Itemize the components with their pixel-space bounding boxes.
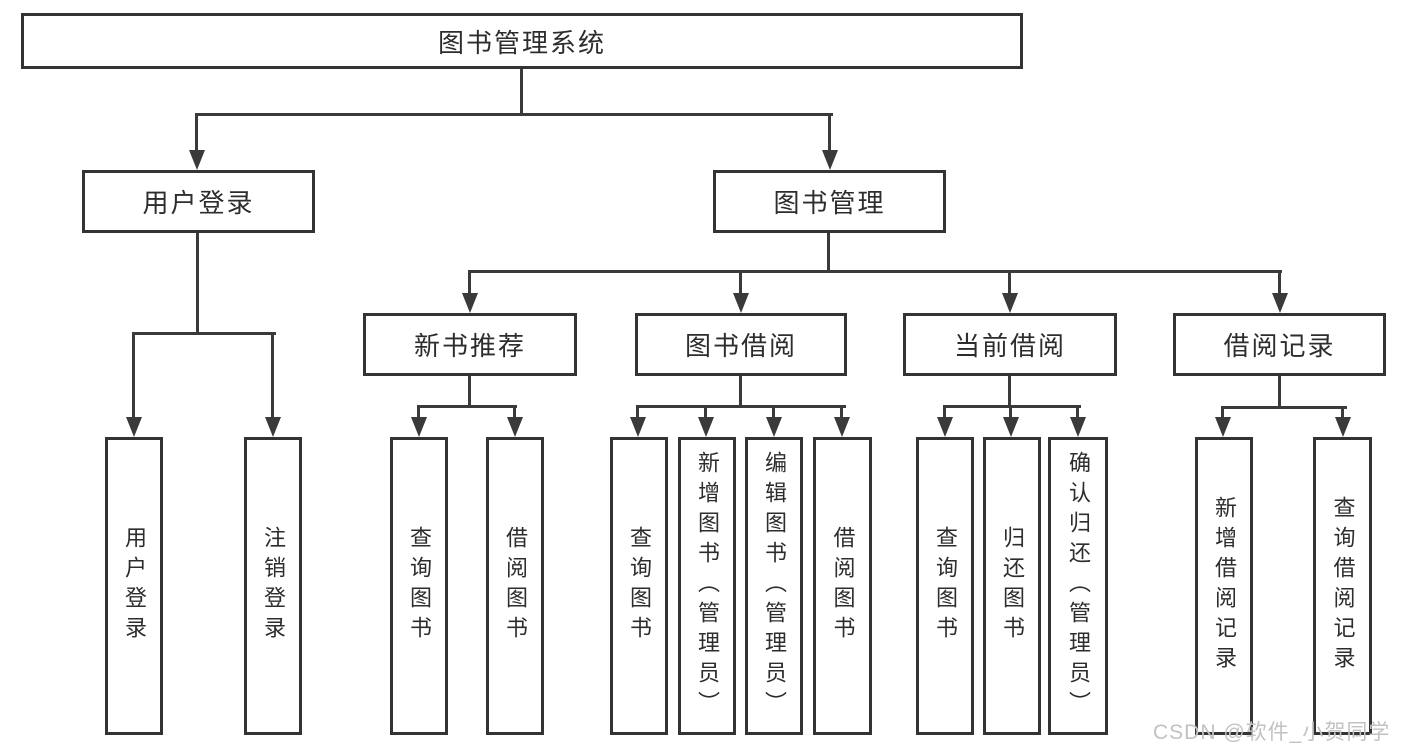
connector-line <box>1008 270 1011 295</box>
connector-line <box>943 405 1081 408</box>
connector-line <box>271 332 274 418</box>
node-leaf-query-books-1: 查询图书 <box>390 437 448 735</box>
node-label: 用户登录 <box>122 526 147 646</box>
connector-line <box>195 113 833 116</box>
connector-line <box>739 270 742 295</box>
connector-line <box>1076 405 1079 419</box>
arrow-down-icon <box>1003 417 1019 437</box>
node-label: 新增图书（管理员） <box>695 451 720 721</box>
node-label: 查询借阅记录 <box>1330 496 1356 676</box>
node-label: 图书管理系统 <box>437 27 606 58</box>
node-leaf-edit-books-admin: 编辑图书（管理员） <box>745 437 803 735</box>
connector-line <box>1009 405 1012 419</box>
arrow-down-icon <box>265 417 281 437</box>
node-label: 查询图书 <box>627 526 652 646</box>
arrow-down-icon <box>411 417 427 437</box>
node-label: 注销登录 <box>261 526 286 646</box>
connector-line <box>1341 406 1344 419</box>
node-leaf-add-borrow-record: 新增借阅记录 <box>1195 437 1253 735</box>
connector-line <box>195 113 198 153</box>
node-leaf-logout: 注销登录 <box>244 437 302 735</box>
node-label: 借阅图书 <box>830 526 856 646</box>
node-user-login: 用户登录 <box>82 170 315 233</box>
connector-line <box>1008 376 1011 408</box>
connector-line <box>417 405 420 419</box>
node-leaf-borrow-books-2: 借阅图书 <box>813 437 872 735</box>
node-book-borrowing: 图书借阅 <box>635 313 847 376</box>
arrow-down-icon <box>834 417 850 437</box>
connector-line <box>513 405 516 419</box>
arrow-down-icon <box>1215 417 1231 437</box>
node-label: 图书管理 <box>773 188 886 218</box>
arrow-down-icon <box>126 417 142 437</box>
arrow-down-icon <box>1272 293 1288 313</box>
arrow-down-icon <box>1002 293 1018 313</box>
node-library-management-system: 图书管理系统 <box>21 13 1023 69</box>
connector-line <box>827 233 830 273</box>
node-leaf-add-books-admin: 新增图书（管理员） <box>678 437 736 735</box>
arrow-down-icon <box>1070 417 1086 437</box>
connector-line <box>772 405 775 419</box>
node-current-borrowing: 当前借阅 <box>903 313 1117 376</box>
arrow-down-icon <box>1335 417 1351 437</box>
connector-line <box>739 376 742 408</box>
connector-line <box>1221 406 1347 409</box>
connector-line <box>132 332 276 335</box>
connector-line <box>417 405 517 408</box>
connector-line <box>1221 406 1224 419</box>
arrow-down-icon <box>733 293 749 313</box>
node-new-book-recommendation: 新书推荐 <box>363 313 577 376</box>
connector-line <box>840 405 843 419</box>
node-label: 查询图书 <box>933 526 958 646</box>
node-label: 确认归还（管理员） <box>1066 451 1091 721</box>
node-label: 归还图书 <box>1000 526 1025 646</box>
node-label: 编辑图书（管理员） <box>762 451 787 721</box>
node-leaf-return-books: 归还图书 <box>983 437 1041 735</box>
arrow-down-icon <box>189 150 205 170</box>
node-leaf-user-login: 用户登录 <box>105 437 163 735</box>
connector-line <box>520 69 523 116</box>
connector-line <box>196 233 199 334</box>
connector-line <box>636 405 846 408</box>
connector-line <box>1278 270 1281 295</box>
node-leaf-confirm-return-admin: 确认归还（管理员） <box>1048 437 1108 735</box>
connector-line <box>943 405 946 419</box>
watermark-text: CSDN @软件_小贺同学 <box>1153 721 1391 744</box>
node-label: 当前借阅 <box>953 331 1066 361</box>
connector-line <box>828 113 831 153</box>
arrow-down-icon <box>937 417 953 437</box>
node-label: 查询图书 <box>407 526 432 646</box>
connector-line <box>1278 376 1281 409</box>
arrow-down-icon <box>507 417 523 437</box>
node-label: 新增借阅记录 <box>1212 496 1237 676</box>
arrow-down-icon <box>462 293 478 313</box>
connector-line <box>132 332 135 418</box>
connector-line <box>468 270 1282 273</box>
arrow-down-icon <box>822 150 838 170</box>
arrow-down-icon <box>766 417 782 437</box>
node-label: 借阅图书 <box>503 526 528 646</box>
node-label: 用户登录 <box>142 188 255 218</box>
node-leaf-query-borrow-record: 查询借阅记录 <box>1313 437 1372 735</box>
arrow-down-icon <box>698 417 714 437</box>
node-leaf-query-books-3: 查询图书 <box>916 437 974 735</box>
connector-line <box>636 405 639 419</box>
connector-line <box>468 376 471 408</box>
connector-line <box>468 270 471 295</box>
node-leaf-borrow-books-1: 借阅图书 <box>486 437 544 735</box>
connector-line <box>704 405 707 419</box>
node-label: 图书借阅 <box>684 331 797 361</box>
node-borrowing-records: 借阅记录 <box>1173 313 1386 376</box>
node-label: 借阅记录 <box>1223 331 1336 361</box>
node-book-management: 图书管理 <box>713 170 946 233</box>
arrow-down-icon <box>630 417 646 437</box>
node-label: 新书推荐 <box>413 331 526 361</box>
node-leaf-query-books-2: 查询图书 <box>610 437 668 735</box>
